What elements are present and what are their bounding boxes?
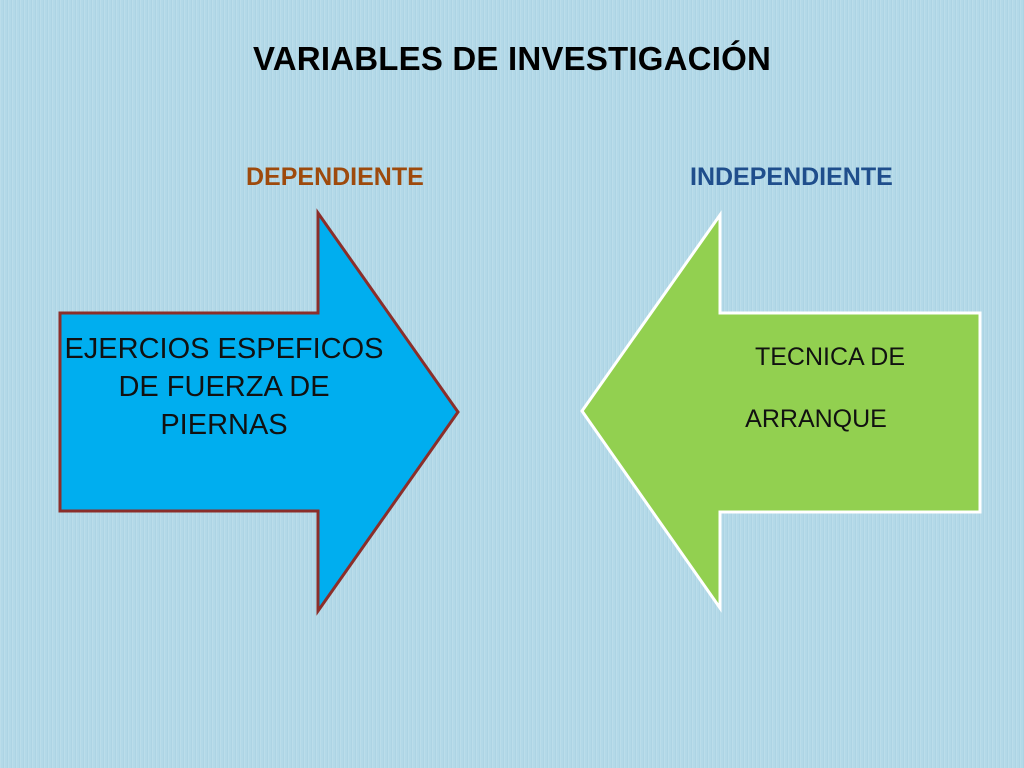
dependent-arrow-text: EJERCIOS ESPEFICOS DE FUERZA DE PIERNAS	[64, 333, 384, 441]
slide-title: VARIABLES DE INVESTIGACIÓN	[253, 40, 771, 77]
independent-arrow-left	[580, 210, 982, 613]
dependent-variable-label: DEPENDIENTE	[246, 163, 424, 191]
independent-arrow-text-line1: TECNICA DE	[754, 343, 906, 371]
independent-arrow-text-line2: ARRANQUE	[745, 405, 887, 433]
independent-variable-label: INDEPENDIENTE	[690, 163, 893, 191]
dependent-arrow-right	[58, 208, 460, 616]
